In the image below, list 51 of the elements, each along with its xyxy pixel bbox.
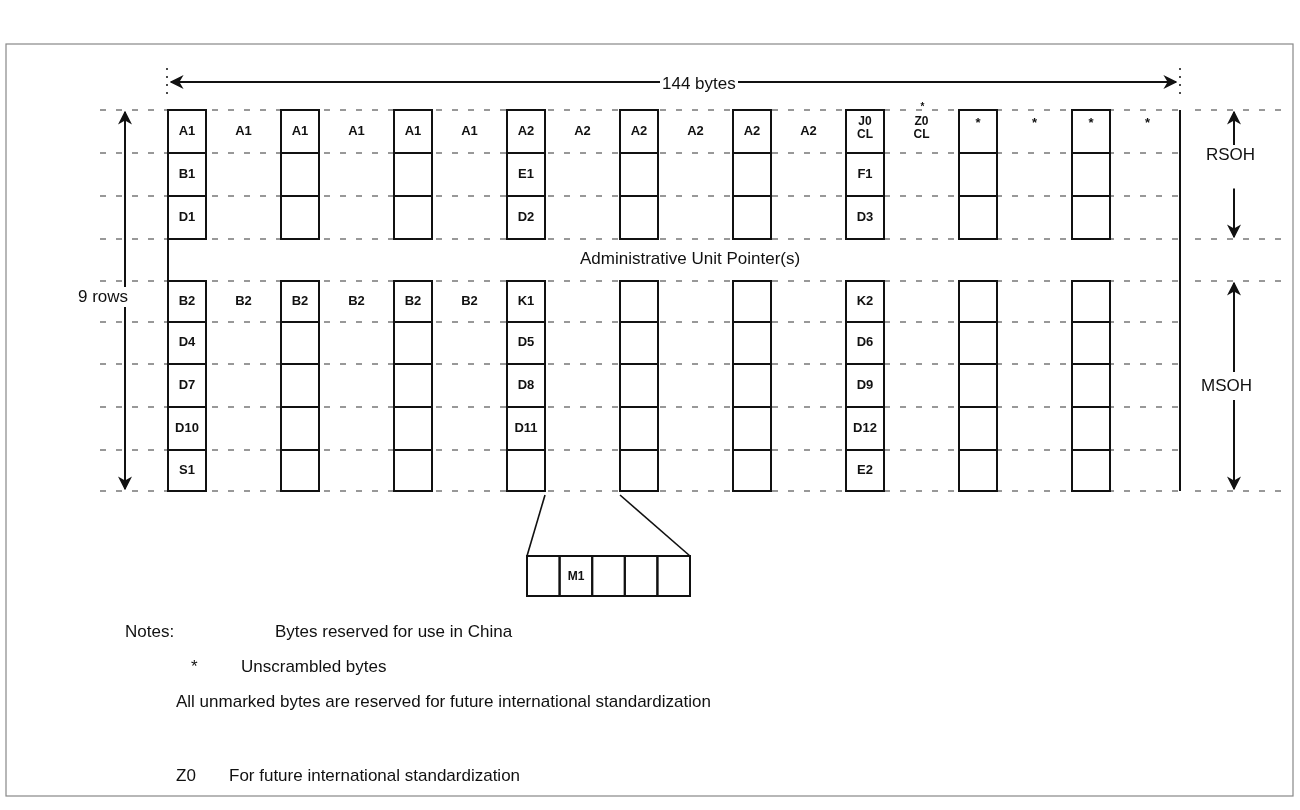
byte-code: D1 bbox=[177, 209, 197, 224]
byte-code: A2 bbox=[742, 123, 762, 138]
byte-code: A1 bbox=[460, 123, 479, 138]
byte-code: F1 bbox=[856, 166, 874, 181]
byte-code: K1 bbox=[516, 293, 536, 308]
byte-code: A1 bbox=[177, 123, 197, 138]
byte-code: A2 bbox=[629, 123, 649, 138]
byte-code: Z0 CL bbox=[912, 115, 931, 141]
byte-code: B2 bbox=[290, 293, 310, 308]
byte-code: K2 bbox=[855, 293, 875, 308]
byte-code: D6 bbox=[855, 335, 875, 349]
byte-code: D8 bbox=[516, 377, 536, 392]
note-text: All unmarked bytes are reserved for future international standardization bbox=[174, 692, 713, 712]
byte-code: B2 bbox=[347, 293, 366, 308]
byte-code: B2 bbox=[403, 293, 423, 308]
byte-code: E1 bbox=[517, 166, 535, 181]
byte-code: A1 bbox=[290, 123, 310, 138]
byte-code: B2 bbox=[460, 293, 479, 308]
byte-code: A2 bbox=[799, 123, 818, 138]
asterisk-mark: * bbox=[1087, 116, 1095, 130]
pointer-label: Administrative Unit Pointer(s) bbox=[578, 249, 803, 269]
byte-code: D10 bbox=[174, 420, 200, 435]
byte-code: A1 bbox=[347, 123, 366, 138]
note-text: Bytes reserved for use in China bbox=[273, 622, 515, 642]
byte-code: A2 bbox=[573, 123, 592, 138]
byte-code: J0 CL bbox=[856, 115, 874, 141]
dimension-label: 9 rows bbox=[76, 287, 131, 307]
asterisk-mark: * bbox=[1030, 116, 1039, 130]
asterisk-mark: * bbox=[919, 100, 926, 114]
byte-code: D7 bbox=[177, 377, 197, 392]
byte-code: D11 bbox=[513, 420, 539, 435]
note-text: Unscrambled bytes bbox=[239, 657, 389, 677]
asterisk-mark: * bbox=[1143, 116, 1152, 130]
byte-code: A1 bbox=[403, 123, 423, 138]
byte-code: S1 bbox=[178, 462, 196, 477]
byte-code: D5 bbox=[516, 335, 536, 349]
byte-code: A1 bbox=[234, 123, 253, 138]
byte-code: A2 bbox=[686, 123, 705, 138]
byte-code: D3 bbox=[855, 209, 875, 224]
byte-code: B1 bbox=[177, 166, 197, 181]
byte-code: B2 bbox=[177, 293, 197, 308]
byte-code: D9 bbox=[855, 377, 875, 392]
byte-code: D12 bbox=[852, 420, 878, 435]
byte-code: D4 bbox=[177, 335, 197, 349]
asterisk-mark: * bbox=[974, 116, 982, 130]
byte-code: D2 bbox=[516, 209, 536, 224]
byte-code: A2 bbox=[516, 123, 536, 138]
dimension-label: 144 bytes bbox=[660, 74, 738, 94]
byte-code: B2 bbox=[234, 293, 253, 308]
byte-code: M1 bbox=[566, 569, 586, 583]
byte-code: E2 bbox=[856, 462, 874, 477]
